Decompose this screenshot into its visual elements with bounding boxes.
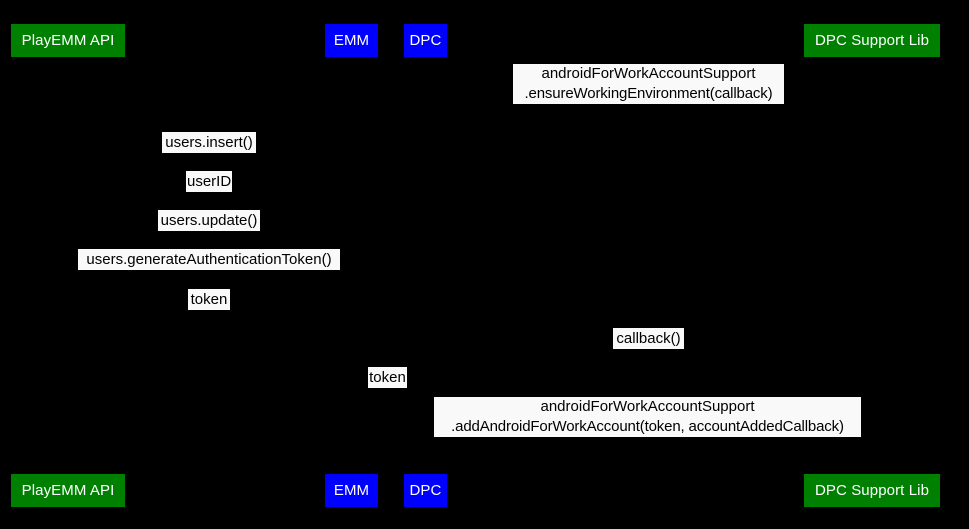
message-label-line: users.update() [160, 212, 258, 229]
message-label-callback: callback() [613, 328, 684, 349]
message-label-user-id: userID [186, 171, 232, 192]
message-label-line: androidForWorkAccountSupport [541, 65, 756, 82]
participant-label: EMM [333, 482, 370, 499]
message-label-line: token [190, 291, 228, 308]
participant-playemm-api-footer[interactable]: PlayEMM API [11, 474, 125, 507]
participant-emm-footer[interactable]: EMM [325, 474, 378, 507]
participant-label: PlayEMM API [21, 32, 115, 49]
message-label-token-to-emm: token [188, 289, 230, 310]
participant-playemm-api-header[interactable]: PlayEMM API [11, 24, 125, 57]
participant-dpc-header[interactable]: DPC [404, 24, 447, 57]
participant-label: DPC Support Lib [814, 32, 930, 49]
message-label-users-insert: users.insert() [162, 132, 256, 153]
participant-dpc-support-lib-header[interactable]: DPC Support Lib [804, 24, 940, 57]
participant-label: PlayEMM API [21, 482, 115, 499]
participant-label: DPC [409, 32, 442, 49]
message-label-line: userID [187, 173, 232, 190]
participant-emm-header[interactable]: EMM [325, 24, 378, 57]
participant-label: EMM [333, 32, 370, 49]
message-label-line: token [369, 369, 406, 386]
message-label-line: androidForWorkAccountSupport [540, 398, 755, 415]
message-label-line: .addAndroidForWorkAccount(token, account… [451, 418, 844, 435]
message-label-line: users.insert() [165, 134, 253, 151]
message-label-users-generate-authentication-token: users.generateAuthenticationToken() [78, 249, 340, 270]
message-label-token-to-dpc: token [368, 367, 407, 388]
message-label-line: .ensureWorkingEnvironment(callback) [524, 85, 773, 102]
participant-dpc-footer[interactable]: DPC [404, 474, 447, 507]
participant-dpc-support-lib-footer[interactable]: DPC Support Lib [804, 474, 940, 507]
participant-label: DPC [409, 482, 442, 499]
message-label-line: callback() [616, 330, 681, 347]
participant-label: DPC Support Lib [814, 482, 930, 499]
message-label-add-android-for-work-account: androidForWorkAccountSupport .addAndroidF… [434, 397, 861, 437]
message-label-users-update: users.update() [158, 210, 260, 231]
message-label-ensure-working-environment: androidForWorkAccountSupport .ensureWorki… [513, 64, 784, 104]
message-label-line: users.generateAuthenticationToken() [86, 251, 332, 268]
